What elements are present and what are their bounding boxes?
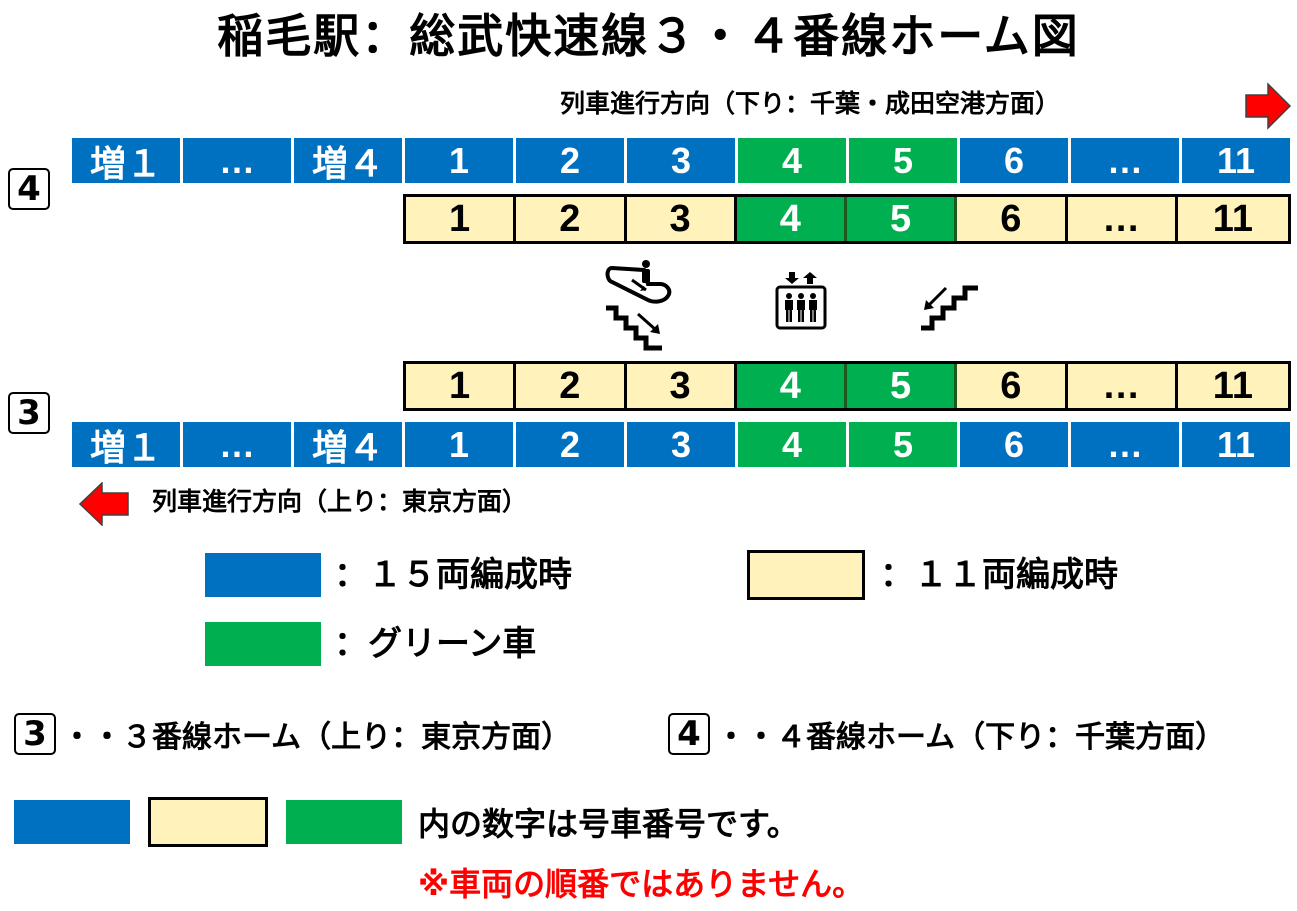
car-cell: 6 — [957, 197, 1068, 241]
platform-3-legend-badge: 3 — [14, 713, 56, 755]
direction-up-label: 列車進行方向（上り：東京方面） — [152, 487, 528, 516]
elevator-icon — [775, 272, 827, 330]
car-cell: … — [1067, 364, 1178, 408]
car-cell: 2 — [516, 364, 627, 408]
green-car-cell: 5 — [849, 422, 957, 467]
legend-swatch-green — [205, 622, 321, 666]
platform-4-legend-badge: 4 — [668, 713, 710, 755]
car-cell: … — [1071, 422, 1179, 467]
car-cell: … — [183, 138, 291, 183]
car-cell: 1 — [406, 364, 517, 408]
page-title: 稲毛駅：総武快速線３・４番線ホーム図 — [217, 9, 1080, 63]
platform-3-legend: 3 ・・３番線ホーム（上り：東京方面） — [14, 712, 571, 756]
car-cell: 6 — [960, 422, 1068, 467]
car-cell: 1 — [406, 197, 517, 241]
car-cell: 3 — [626, 197, 737, 241]
car-cell: 11 — [1177, 364, 1288, 408]
car-cell: 増４ — [294, 138, 402, 184]
legend-15car-label: ：１５両編成時 — [334, 555, 572, 595]
escalator-and-stairs-down-icon — [605, 260, 672, 351]
stairs-down-icon — [921, 285, 978, 331]
green-car-cell: 4 — [738, 422, 846, 467]
platform-4-legend: 4 ・・４番線ホーム（下り：千葉方面） — [668, 712, 1225, 756]
car-cell: 増４ — [294, 422, 402, 468]
green-car-cell: 5 — [849, 138, 957, 183]
platform-3-15car-row: 増１ … 増４ 1 2 3 4 5 6 … 11 — [72, 422, 1290, 468]
car-cell: 増１ — [72, 138, 180, 184]
car-cell: 11 — [1177, 197, 1288, 241]
platform-4-legend-label: ・・４番線ホーム（下り：千葉方面） — [716, 720, 1226, 755]
platform-4-11car-row: 1 2 3 4 5 6 … 11 — [403, 194, 1291, 244]
green-car-cell: 5 — [847, 364, 958, 408]
car-cell: 1 — [405, 422, 513, 467]
car-cell: 3 — [627, 422, 735, 467]
car-number-note: 内の数字は号車番号です。 — [418, 805, 799, 843]
legend-swatch-11car — [747, 550, 865, 600]
left-arrow-icon — [78, 482, 129, 526]
car-cell: 3 — [626, 364, 737, 408]
platform-3-badge: 3 — [8, 392, 50, 434]
car-cell: 6 — [960, 138, 1068, 183]
note-swatch-11car — [148, 797, 268, 847]
car-cell: 2 — [516, 138, 624, 183]
green-car-cell: 4 — [736, 197, 847, 241]
car-cell: 11 — [1182, 422, 1290, 467]
car-cell: 増１ — [72, 422, 180, 468]
note-swatch-green — [286, 800, 402, 844]
legend-swatch-15car — [205, 553, 321, 597]
green-car-cell: 4 — [738, 138, 846, 183]
warning-note: ※車両の順番ではありません。 — [418, 865, 865, 903]
platform-3-11car-row: 1 2 3 4 5 6 … 11 — [403, 361, 1291, 411]
car-cell: … — [1071, 138, 1179, 183]
platform-3-legend-label: ・・３番線ホーム（上り：東京方面） — [62, 720, 572, 755]
car-cell: 3 — [627, 138, 735, 183]
car-cell: 2 — [516, 197, 627, 241]
car-cell: … — [1067, 197, 1178, 241]
platform-4-15car-row: 増１ … 増４ 1 2 3 4 5 6 … 11 — [72, 138, 1290, 184]
legend-11car-label: ：１１両編成時 — [880, 555, 1118, 595]
right-arrow-icon — [1245, 82, 1292, 130]
car-cell: 6 — [957, 364, 1068, 408]
green-car-cell: 4 — [736, 364, 847, 408]
car-cell: 11 — [1182, 138, 1290, 183]
car-cell: 2 — [516, 422, 624, 467]
platform-4-badge: 4 — [8, 168, 50, 210]
note-swatch-15car — [14, 800, 130, 844]
car-cell: 1 — [405, 138, 513, 183]
direction-down-label: 列車進行方向（下り：千葉・成田空港方面） — [560, 89, 1061, 118]
green-car-cell: 5 — [847, 197, 958, 241]
legend-green-label: ：グリーン車 — [334, 624, 537, 664]
car-cell: … — [183, 422, 291, 467]
